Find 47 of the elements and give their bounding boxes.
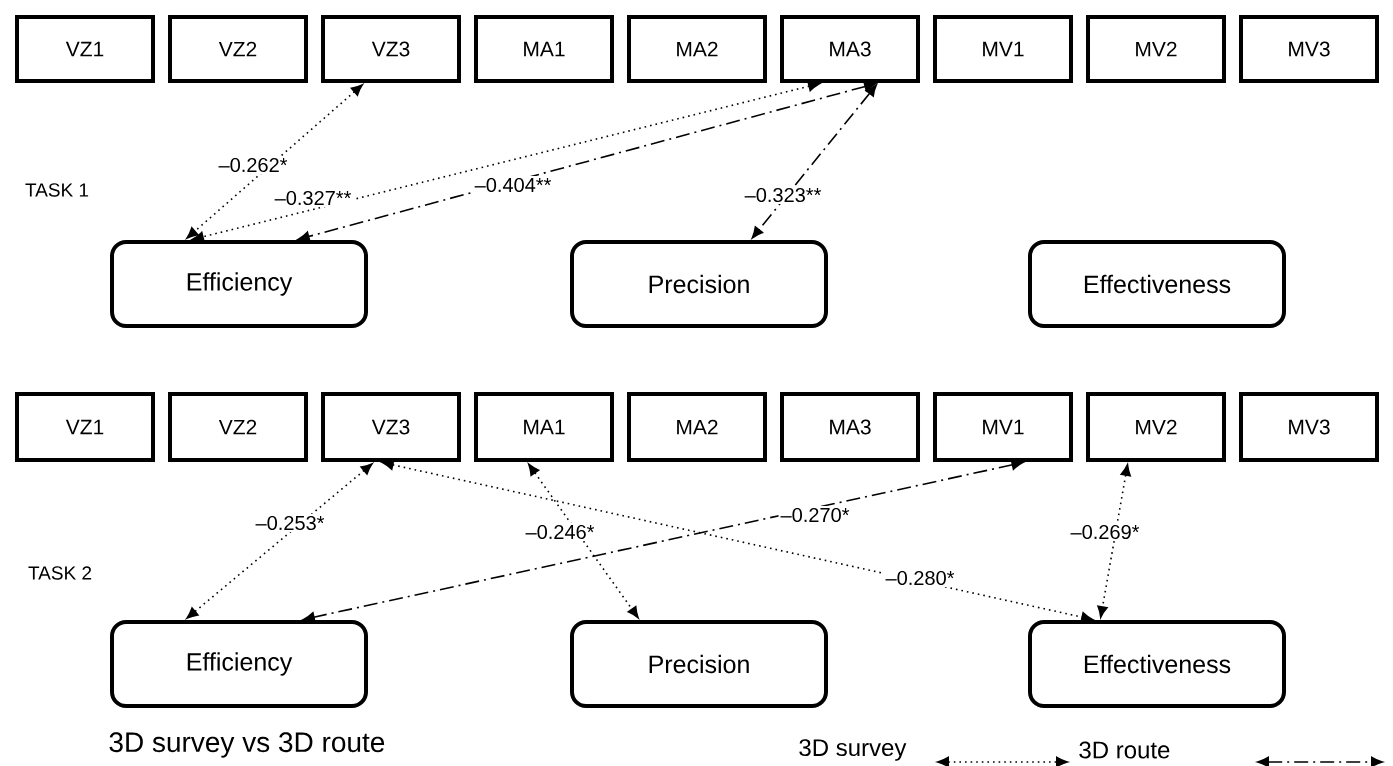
edge-label: –0.253* — [253, 513, 327, 533]
variable-box: VZ2 — [168, 392, 308, 462]
variable-box: MA1 — [474, 15, 614, 83]
variable-box: MV1 — [933, 392, 1073, 462]
correlation-arrow — [381, 459, 1094, 623]
correlation-arrow — [751, 84, 877, 239]
correlation-arrow — [297, 81, 876, 242]
correlation-arrow — [302, 459, 1024, 623]
outcome-box: Effectiveness — [1028, 240, 1286, 328]
variable-box: MV2 — [1086, 392, 1226, 462]
edge-label: –0.262* — [216, 155, 290, 175]
outcome-box: Effectiveness — [1028, 620, 1286, 708]
correlation-arrow — [528, 463, 639, 619]
edge-label: –0.404** — [472, 175, 554, 195]
outcome-box: Precision — [570, 240, 828, 328]
edge-label: –0.269* — [1068, 522, 1142, 542]
correlation-arrow — [1097, 464, 1131, 618]
outcome-box: Precision — [570, 620, 828, 708]
edge-label: –0.246* — [523, 522, 597, 542]
variable-box: MA1 — [474, 392, 614, 462]
edge-label: –0.280* — [883, 568, 957, 588]
outcome-box: Efficiency — [110, 620, 368, 708]
edge-label: –0.323** — [742, 185, 824, 205]
task-label: TASK 2 — [28, 566, 92, 580]
variable-box: VZ3 — [321, 15, 461, 83]
variable-box: MA3 — [780, 392, 920, 462]
legend-text: 3D survey — [799, 739, 907, 761]
variable-box: VZ2 — [168, 15, 308, 83]
correlation-arrow — [186, 84, 364, 239]
task-label: TASK 1 — [25, 183, 89, 197]
legend-text: 3D route — [1079, 741, 1170, 759]
variable-box: MV3 — [1239, 15, 1379, 83]
correlation-arrow — [186, 463, 373, 619]
correlation-arrow — [192, 81, 820, 242]
outcome-box: Efficiency — [110, 240, 368, 328]
variable-box: MA2 — [627, 15, 767, 83]
edge-label: –0.327** — [272, 188, 354, 208]
variable-box: VZ1 — [15, 15, 155, 83]
variable-box: VZ1 — [15, 392, 155, 462]
variable-box: MV3 — [1239, 392, 1379, 462]
caption: 3D survey vs 3D route — [109, 732, 385, 758]
variable-box: MA2 — [627, 392, 767, 462]
variable-box: VZ3 — [321, 392, 461, 462]
variable-box: MV2 — [1086, 15, 1226, 83]
variable-box: MV1 — [933, 15, 1073, 83]
edge-label: –0.270* — [778, 505, 852, 525]
variable-box: MA3 — [780, 15, 920, 83]
